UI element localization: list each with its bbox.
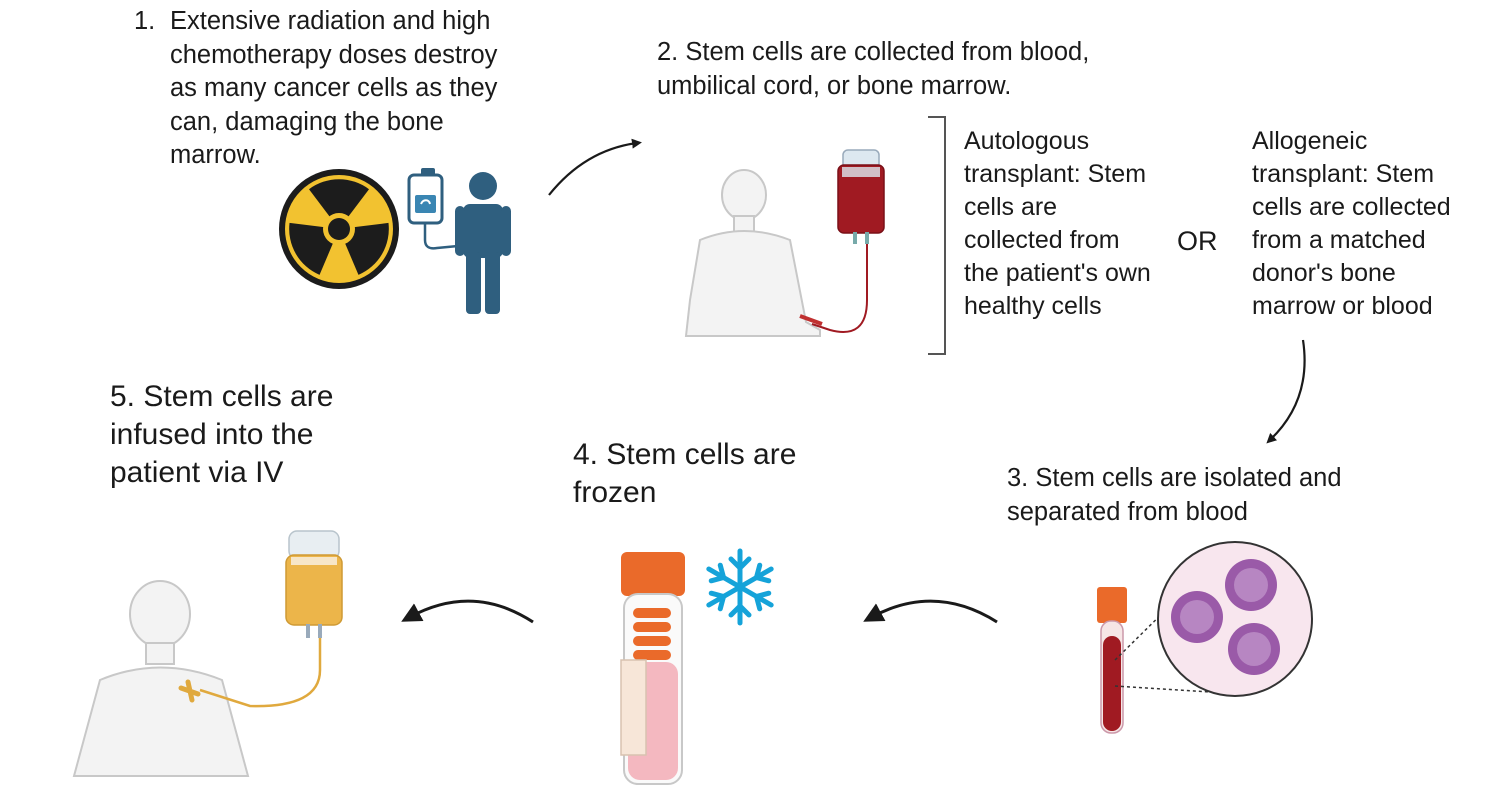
cells-magnified-icon <box>1114 541 1313 697</box>
arrow-icon <box>401 599 534 624</box>
bracket-icon <box>928 116 946 355</box>
step-5-description: 5. Stem cells are infused into the patie… <box>110 380 334 489</box>
iv-bag-icon <box>407 168 459 250</box>
arrow-icon <box>1266 339 1306 444</box>
radiation-icon <box>279 169 399 289</box>
patient-torso-icon <box>72 580 250 777</box>
iv-infusion-bag-icon <box>178 530 343 708</box>
patient-torso-icon <box>684 169 821 337</box>
step-2-description: 2. Stem cells are collected from blood, … <box>657 38 1090 100</box>
iv-cannula-icon <box>799 314 823 326</box>
step-1-text: Extensive radiation and high chemotherap… <box>170 7 498 169</box>
autologous-description: Autologous transplant: Stem cells are co… <box>964 127 1151 320</box>
step-4-description: 4. Stem cells are frozen <box>573 438 797 509</box>
or-label: OR <box>1177 226 1218 256</box>
cryovial-icon <box>620 552 685 785</box>
arrow-icon <box>863 599 998 624</box>
person-icon <box>455 172 511 314</box>
snowflake-icon <box>706 548 774 626</box>
blood-bag-icon <box>811 149 885 333</box>
allogeneic-description: Allogeneic transplant: Stem cells are co… <box>1252 127 1451 320</box>
step-1-number: 1. <box>134 7 156 35</box>
step-3-description: 3. Stem cells are isolated and separated… <box>1007 464 1342 526</box>
blood-tube-icon <box>1097 587 1127 734</box>
arrow-icon <box>548 138 642 196</box>
